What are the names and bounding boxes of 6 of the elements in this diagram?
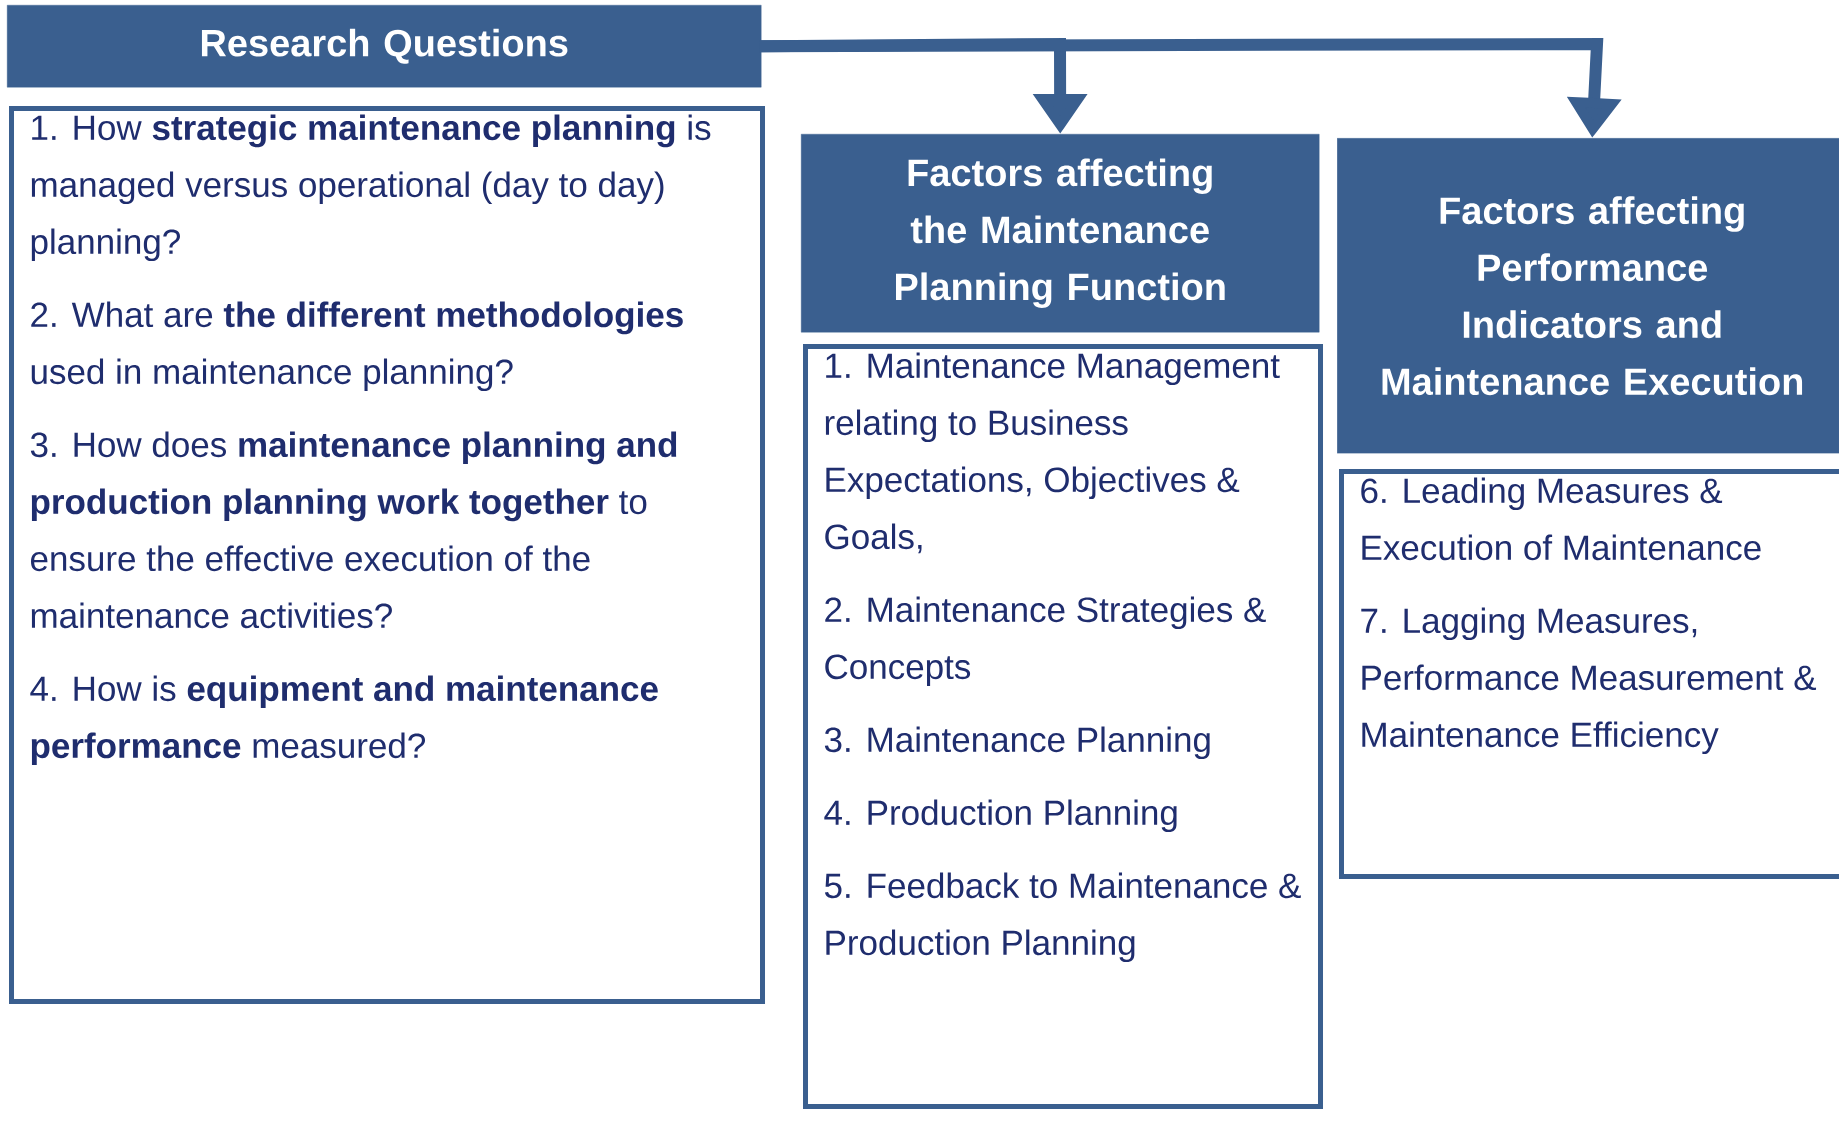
text-box: 6. Leading Measures & Execution of Maintenance 7. Lagging Measures, Performance Measurement & Maintenance Efficiency (1339, 469, 1839, 879)
header-box: Factors affecting the Maintenance Planning Function (801, 134, 1320, 333)
header-box: Research Questions (7, 5, 762, 88)
text-box: 1. How strategic maintenance planning is managed versus operational (day to day) planning? 2. What are the different methodologies used in maintenance planning? 3. How does maintenance planning and production planning work together to ensure the effective execution of the maintenance activities? 4. How is equipment and maintenance performance measured? (9, 106, 765, 1004)
header-box: Factors affecting Performance Indicators and Maintenance Execution (1337, 138, 1839, 454)
text-box: 1. Maintenance Management relating to Business Expectations, Objectives & Goals, 2. Maintenance Strategies & Concepts 3. Maintenance Planning 4. Production Planning 5. Feedback to Maintenance & Production Planning (803, 344, 1323, 1109)
